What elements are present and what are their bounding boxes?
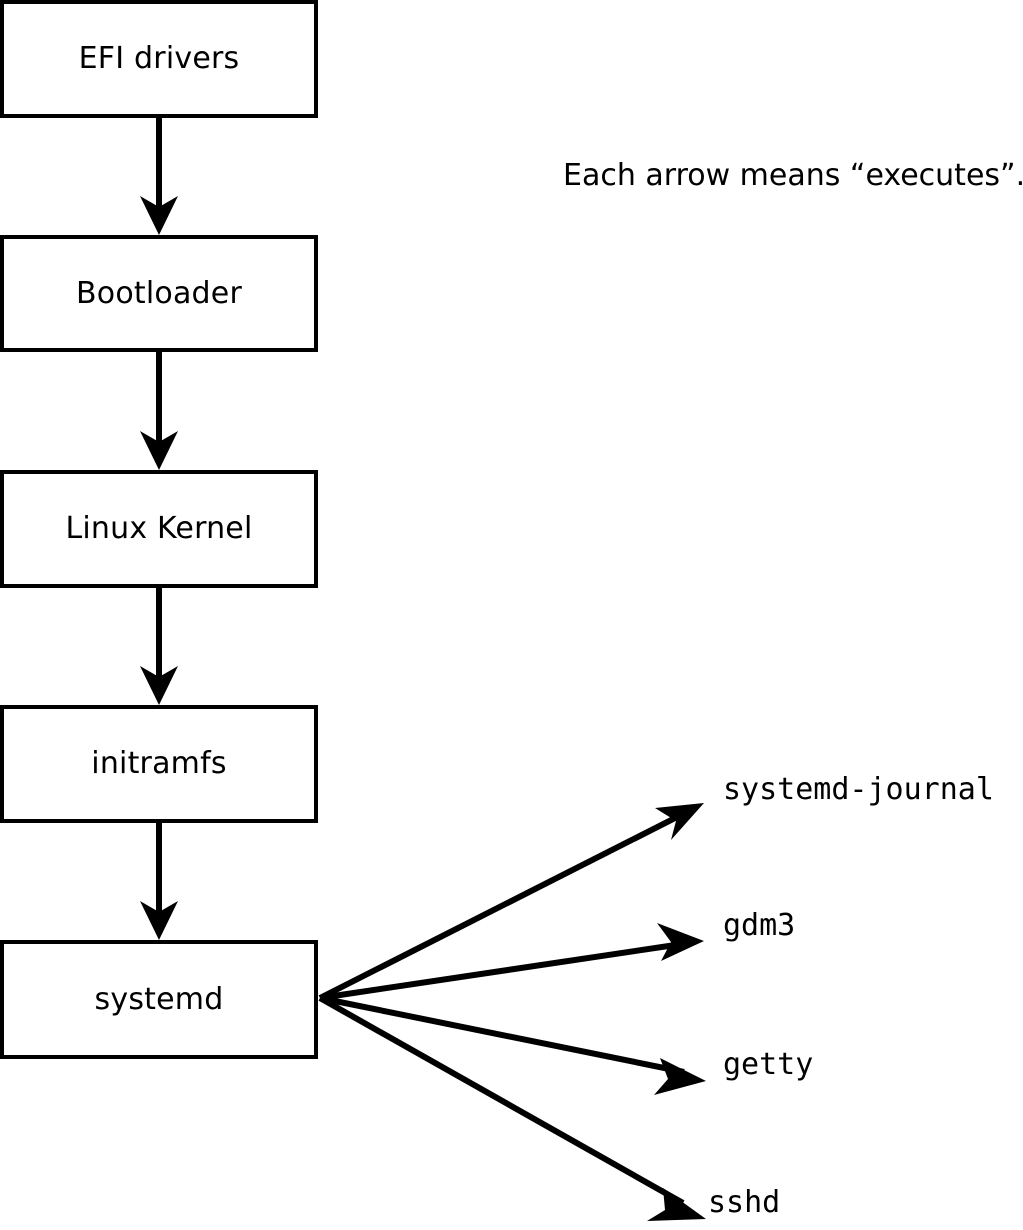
service-label-systemd-journal[interactable]: systemd-journal bbox=[723, 772, 994, 807]
stage-label-initramfs: initramfs bbox=[91, 746, 227, 781]
stage-box-efi-drivers[interactable]: EFI drivers bbox=[0, 0, 318, 118]
arrow-systemd-to-getty bbox=[319, 995, 706, 1095]
stage-box-bootloader[interactable]: Bootloader bbox=[0, 235, 318, 352]
arrow-linux-kernel-to-initramfs bbox=[140, 588, 178, 705]
stage-label-linux-kernel: Linux Kernel bbox=[65, 511, 253, 546]
stage-box-systemd[interactable]: systemd bbox=[0, 940, 318, 1059]
legend-caption: Each arrow means “executes”. bbox=[563, 158, 1023, 193]
stage-label-efi-drivers: EFI drivers bbox=[78, 41, 240, 76]
arrow-efi-to-bootloader bbox=[140, 118, 178, 235]
arrow-systemd-to-gdm3 bbox=[319, 923, 704, 1001]
stage-label-systemd: systemd bbox=[94, 981, 224, 1017]
stage-box-initramfs[interactable]: initramfs bbox=[0, 705, 318, 823]
stage-label-bootloader: Bootloader bbox=[76, 275, 242, 311]
service-label-getty[interactable]: getty bbox=[723, 1047, 814, 1082]
service-label-sshd[interactable]: sshd bbox=[708, 1185, 781, 1220]
arrow-systemd-to-systemd-journal bbox=[318, 803, 704, 1001]
arrow-systemd-to-sshd bbox=[318, 995, 706, 1221]
arrow-initramfs-to-systemd bbox=[140, 823, 178, 940]
arrow-bootloader-to-linux-kernel bbox=[140, 352, 178, 470]
service-label-gdm3[interactable]: gdm3 bbox=[723, 908, 796, 943]
stage-box-linux-kernel[interactable]: Linux Kernel bbox=[0, 470, 318, 588]
